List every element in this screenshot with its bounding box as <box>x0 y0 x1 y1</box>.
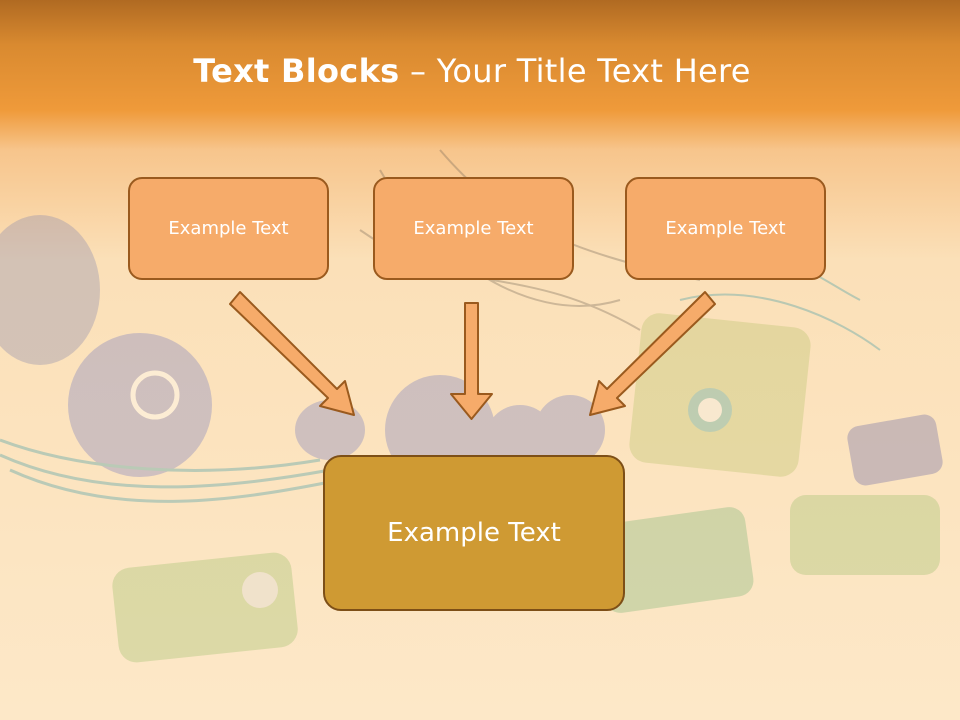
text-block-2: Example Text <box>373 177 574 280</box>
page-title: Text Blocks – Your Title Text Here <box>0 52 944 90</box>
title-bold: Text Blocks <box>193 52 400 90</box>
text-block-2-label: Example Text <box>413 218 534 239</box>
title-dash: – <box>399 52 437 90</box>
title-rest: Your Title Text Here <box>436 52 751 90</box>
text-block-1-label: Example Text <box>168 218 289 239</box>
text-block-3: Example Text <box>625 177 826 280</box>
text-block-1: Example Text <box>128 177 329 280</box>
text-block-3-label: Example Text <box>665 218 786 239</box>
main-text-block-label: Example Text <box>387 518 561 548</box>
arrow-left <box>229 291 355 416</box>
arrow-center <box>450 302 493 420</box>
arrow-right <box>589 291 716 416</box>
main-text-block: Example Text <box>323 455 625 611</box>
